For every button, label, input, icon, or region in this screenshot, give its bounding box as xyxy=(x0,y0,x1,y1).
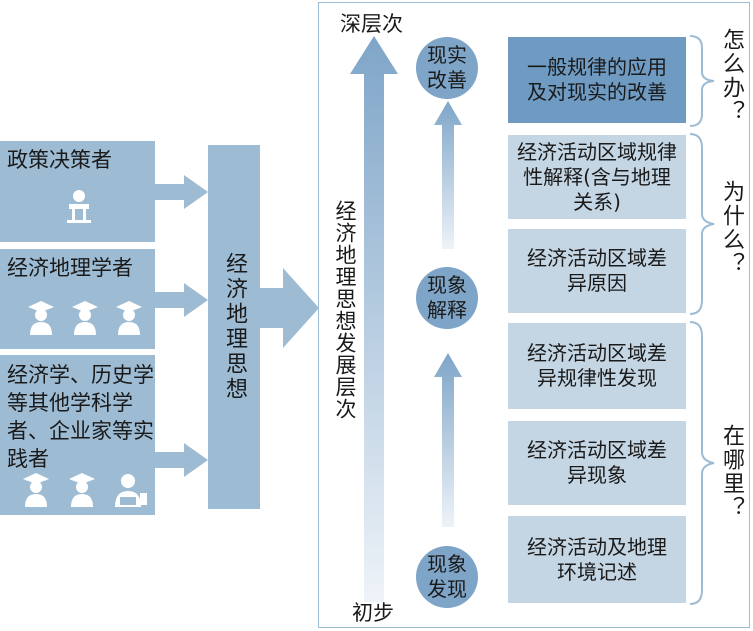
icon-row xyxy=(22,473,148,507)
group-label: 经济地理学者 xyxy=(7,256,133,280)
bottom-label: 初步 xyxy=(352,601,394,625)
brace-why xyxy=(689,133,715,315)
box-regularity-discovery: 经济活动区域差异规律性发现 xyxy=(508,323,686,409)
arrow-discover-to-explain xyxy=(434,353,462,527)
group-other-scholars: 经济学、历史学等其他学科学者、企业家等实践者 xyxy=(0,355,155,515)
graduate-icon xyxy=(28,301,54,335)
icon-row xyxy=(64,189,94,223)
question-where: 在哪里？ xyxy=(719,424,744,520)
icon-row xyxy=(28,301,142,335)
speaker-icon xyxy=(67,190,91,223)
arrow-explain-to-improve xyxy=(434,101,462,249)
arrow-geographers-to-center xyxy=(154,283,208,317)
box-difference-reasons: 经济活动区域差异原因 xyxy=(508,229,686,313)
main-progress-arrow xyxy=(350,36,398,602)
group-policy-makers: 政策决策者 xyxy=(0,141,155,242)
axis-label-wrap: 经济地理思想发展层次 xyxy=(323,200,367,420)
graduate-icon xyxy=(72,301,98,335)
question-how-wrap: 怎么办？ xyxy=(714,28,748,124)
box-difference-phenomenon: 经济活动区域差异现象 xyxy=(508,421,686,505)
stage-circle-improve: 现实改善 xyxy=(416,37,478,99)
group-label: 政策决策者 xyxy=(7,148,112,172)
brace-how xyxy=(689,35,715,127)
businessman-icon xyxy=(115,474,147,507)
arrow-policy-to-center xyxy=(154,175,208,209)
arrow-scholars-to-center xyxy=(154,443,208,477)
big-arrow-to-panel xyxy=(259,268,319,348)
graduate-icon xyxy=(23,473,49,507)
center-label: 经济地理思想 xyxy=(222,252,247,402)
box-regularity-explanation: 经济活动区域规律性解释(含与地理关系) xyxy=(508,135,686,219)
top-label: 深层次 xyxy=(340,12,403,36)
question-how: 怎么办？ xyxy=(719,28,744,124)
stage-circle-discover: 现象发现 xyxy=(416,546,478,608)
graduate-icon xyxy=(69,473,95,507)
center-box: 经济地理思想 xyxy=(208,145,260,509)
question-why: 为什么？ xyxy=(719,180,744,276)
graduate-icon xyxy=(116,301,142,335)
group-label: 经济学、历史学等其他学科学者、企业家等实践者 xyxy=(7,363,154,471)
axis-label: 经济地理思想发展层次 xyxy=(333,200,357,420)
group-economic-geographers: 经济地理学者 xyxy=(0,249,155,349)
box-activity-records: 经济活动及地理环境记述 xyxy=(508,516,686,603)
brace-where xyxy=(689,321,715,605)
box-general-law-application: 一般规律的应用及对现实的改善 xyxy=(508,37,686,123)
stage-circle-explain: 现象解释 xyxy=(416,267,478,329)
question-where-wrap: 在哪里？ xyxy=(714,424,748,520)
question-why-wrap: 为什么？ xyxy=(714,180,748,276)
